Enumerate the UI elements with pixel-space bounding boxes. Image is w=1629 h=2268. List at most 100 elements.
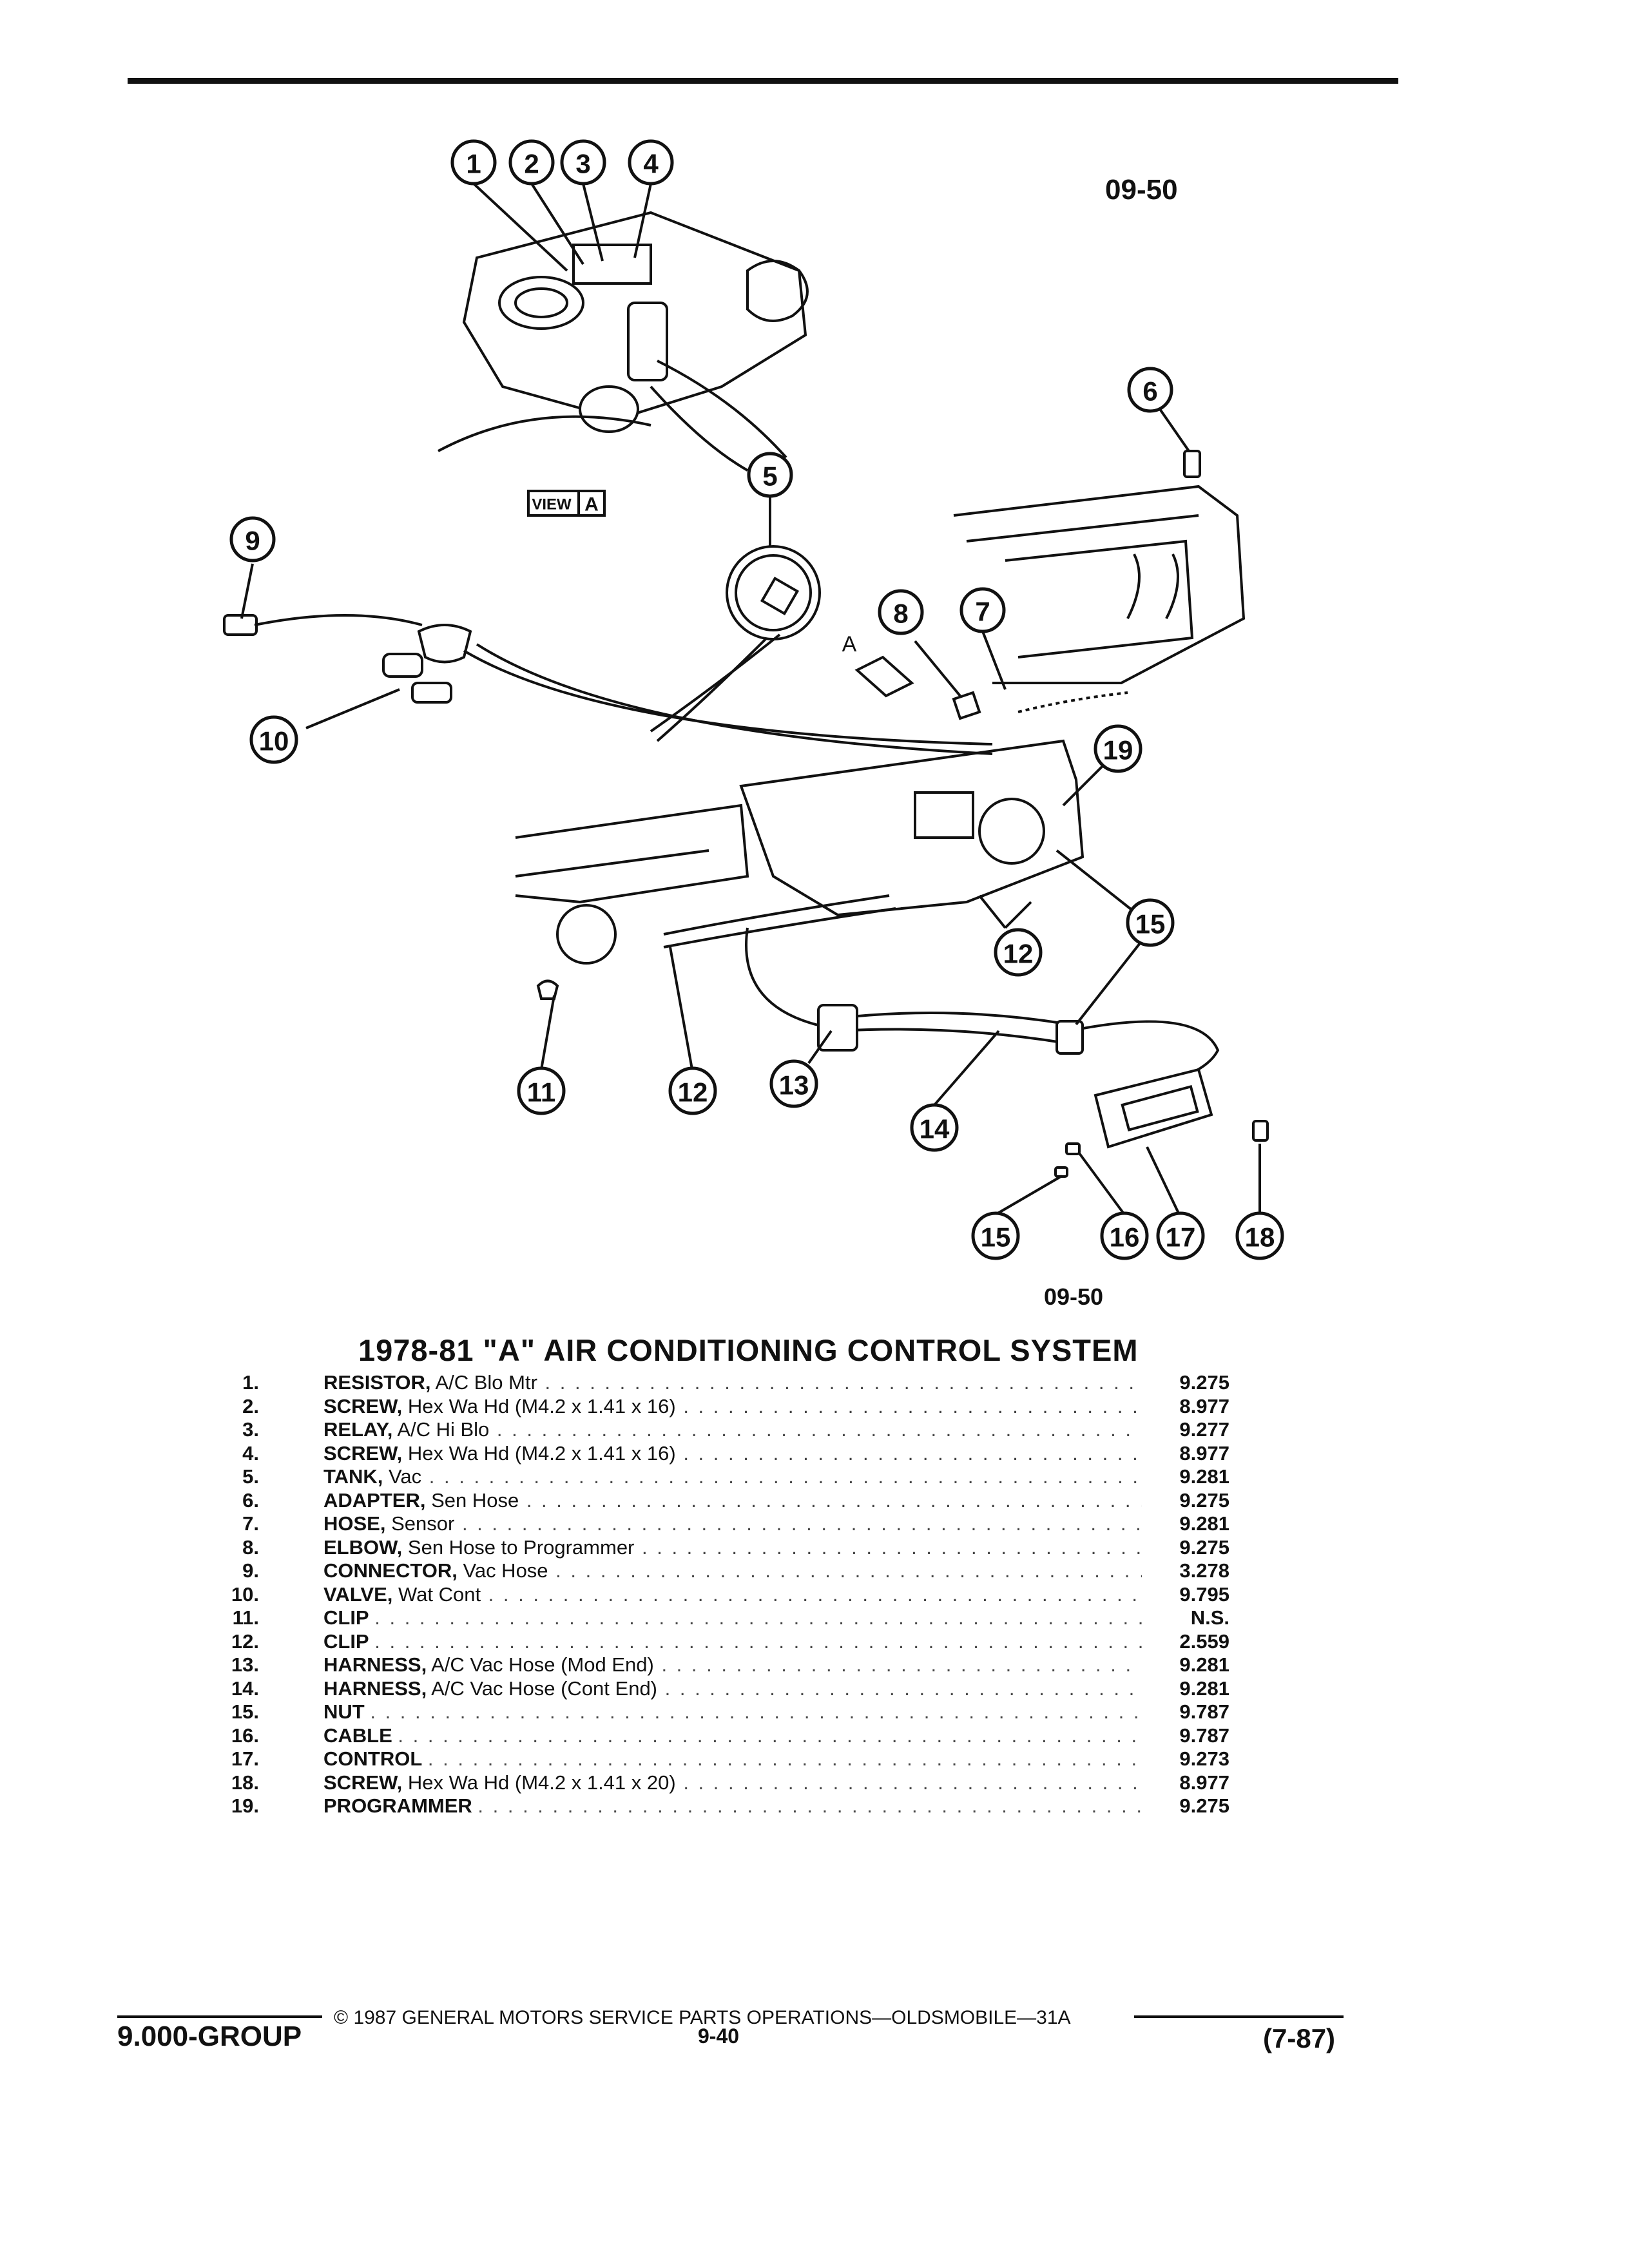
control-head [1094, 1068, 1213, 1149]
leader-dots: . . . . . . . . . . . . . . . . . . . . … [429, 1465, 1142, 1488]
leader-dots: . . . . . . . . . . . . . . . . . . . . … [477, 1794, 1142, 1817]
parts-list-row: 9. CONNECTOR, Vac Hose . . . . . . . . . … [213, 1559, 1244, 1583]
svg-text:17: 17 [1166, 1222, 1196, 1253]
part-page-ref: 9.275 [1179, 1371, 1229, 1394]
part-number: 5. [242, 1465, 259, 1488]
callout-9: 9 [229, 516, 276, 562]
part-number: 16. [231, 1724, 259, 1747]
callout-4: 4 [628, 139, 674, 186]
leader-dots: . . . . . . . . . . . . . . . . . . . . … [661, 1653, 1142, 1676]
part-page-ref: 9.275 [1179, 1535, 1229, 1559]
part-page-ref: N.S. [1190, 1606, 1229, 1629]
part-description: CONTROL . . . . . . . . . . . . . . . . … [323, 1747, 1142, 1771]
part-page-ref: 3.278 [1179, 1559, 1229, 1582]
part-number: 2. [242, 1394, 259, 1418]
part-description: SCREW, Hex Wa Hd (M4.2 x 1.41 x 16) . . … [323, 1442, 1142, 1466]
view-letter: A [584, 494, 599, 515]
part-name: SCREW, [323, 1394, 403, 1418]
part-description: HARNESS, A/C Vac Hose (Mod End) . . . . … [323, 1653, 1142, 1677]
part-description: PROGRAMMER . . . . . . . . . . . . . . .… [323, 1794, 1142, 1818]
svg-text:16: 16 [1110, 1222, 1140, 1253]
svg-text:10: 10 [259, 726, 289, 756]
svg-text:7: 7 [975, 597, 990, 627]
part-page-ref: 9.273 [1179, 1747, 1229, 1770]
part-description: CONNECTOR, Vac Hose . . . . . . . . . . … [323, 1559, 1142, 1583]
callout-15: 15 [1126, 898, 1175, 947]
control-connector [1055, 1020, 1084, 1055]
part-name: RELAY, [323, 1418, 393, 1441]
part-page-ref: 8.977 [1179, 1771, 1229, 1794]
leader-dots: . . . . . . . . . . . . . . . . . . . . … [555, 1559, 1142, 1582]
callout-11: 11 [517, 1066, 566, 1115]
part-detail: Sen Hose [431, 1488, 519, 1512]
svg-text:3: 3 [575, 149, 590, 179]
part-description: RESISTOR, A/C Blo Mtr . . . . . . . . . … [323, 1371, 1142, 1395]
leader-dots: . . . . . . . . . . . . . . . . . . . . … [488, 1582, 1142, 1606]
part-number: 15. [231, 1700, 259, 1723]
part-detail: A/C Hi Blo [397, 1418, 490, 1441]
leader-dots: . . . . . . . . . . . . . . . . . . . . … [496, 1418, 1142, 1441]
parts-list-row: 6.ADAPTER, Sen Hose . . . . . . . . . . … [213, 1489, 1244, 1513]
parts-list-row: 10.VALVE, Wat Cont . . . . . . . . . . .… [213, 1583, 1244, 1607]
parts-list-row: 3.RELAY, A/C Hi Blo . . . . . . . . . . … [213, 1418, 1244, 1442]
parts-list-row: 13. HARNESS, A/C Vac Hose (Mod End) . . .… [213, 1653, 1244, 1677]
vac-connector [223, 614, 258, 636]
leader-dots: . . . . . . . . . . . . . . . . . . . . … [374, 1606, 1142, 1629]
part-number: 9. [242, 1559, 259, 1582]
svg-text:15: 15 [1135, 909, 1166, 939]
view-label: VIEW [532, 496, 572, 514]
part-page-ref: 9.281 [1179, 1653, 1229, 1676]
callout-12b: 12 [994, 928, 1043, 977]
part-page-ref: 9.275 [1179, 1488, 1229, 1512]
group-label: 9.000-GROUP [117, 2021, 302, 2052]
svg-text:18: 18 [1245, 1222, 1275, 1253]
part-name: VALVE, [323, 1582, 393, 1606]
part-name: ADAPTER, [323, 1488, 426, 1512]
part-description: CABLE . . . . . . . . . . . . . . . . . … [323, 1724, 1142, 1748]
svg-text:4: 4 [643, 149, 659, 179]
callout-13: 13 [769, 1059, 818, 1108]
parts-list-row: 1.RESISTOR, A/C Blo Mtr . . . . . . . . … [213, 1371, 1244, 1395]
footer-left-rule [117, 2015, 322, 2018]
part-detail: Hex Wa Hd (M4.2 x 1.41 x 20) [407, 1771, 676, 1794]
svg-text:11: 11 [527, 1077, 555, 1108]
parts-list-row: 15.NUT . . . . . . . . . . . . . . . . .… [213, 1700, 1244, 1724]
part-name: RESISTOR, [323, 1371, 431, 1394]
part-name: SCREW, [323, 1441, 403, 1465]
part-page-ref: 9.787 [1179, 1700, 1229, 1723]
svg-text:9: 9 [245, 526, 260, 556]
part-number: 17. [231, 1747, 259, 1770]
callout-14: 14 [910, 1103, 959, 1152]
parts-diagram: VIEW A A [223, 139, 1284, 1260]
part-name: NUT [323, 1700, 365, 1723]
part-name: ELBOW, [323, 1535, 403, 1559]
part-detail: A/C Vac Hose (Mod End) [431, 1653, 654, 1676]
part-name: CONNECTOR, [323, 1559, 458, 1582]
leader-dots: . . . . . . . . . . . . . . . . . . . . … [398, 1724, 1142, 1747]
parts-list-row: 18.SCREW, Hex Wa Hd (M4.2 x 1.41 x 20) .… [213, 1771, 1244, 1795]
page-number: 9-40 [698, 2024, 740, 2048]
part-page-ref: 9.795 [1179, 1582, 1229, 1606]
arrow-a-letter: A [842, 632, 857, 657]
part-page-ref: 9.787 [1179, 1724, 1229, 1747]
leader-lines [240, 182, 1261, 1216]
svg-text:12: 12 [1003, 939, 1034, 969]
parts-list-row: 7.HOSE, Sensor . . . . . . . . . . . . .… [213, 1512, 1244, 1536]
part-number: 11. [232, 1606, 259, 1629]
parts-list-row: 11.CLIP . . . . . . . . . . . . . . . . … [213, 1606, 1244, 1630]
part-detail: Hex Wa Hd (M4.2 x 1.41 x 16) [407, 1394, 676, 1418]
part-number: 13. [231, 1653, 259, 1676]
parts-list-row: 4.SCREW, Hex Wa Hd (M4.2 x 1.41 x 16) . … [213, 1442, 1244, 1466]
parts-list-row: 2.SCREW, Hex Wa Hd (M4.2 x 1.41 x 16) . … [213, 1395, 1244, 1419]
part-detail: Vac [389, 1465, 422, 1488]
callout-16: 16 [1100, 1211, 1149, 1260]
part-detail: Vac Hose [463, 1559, 548, 1582]
leader-dots: . . . . . . . . . . . . . . . . . . . . … [461, 1512, 1142, 1535]
parts-list-row: 16. CABLE . . . . . . . . . . . . . . . .… [213, 1724, 1244, 1748]
callout-18: 18 [1235, 1211, 1284, 1260]
part-number: 8. [242, 1535, 259, 1559]
callout-7: 7 [959, 587, 1006, 633]
part-description: ADAPTER, Sen Hose . . . . . . . . . . . … [323, 1489, 1142, 1513]
sensor-adapter [1183, 450, 1201, 478]
svg-text:6: 6 [1142, 376, 1157, 407]
